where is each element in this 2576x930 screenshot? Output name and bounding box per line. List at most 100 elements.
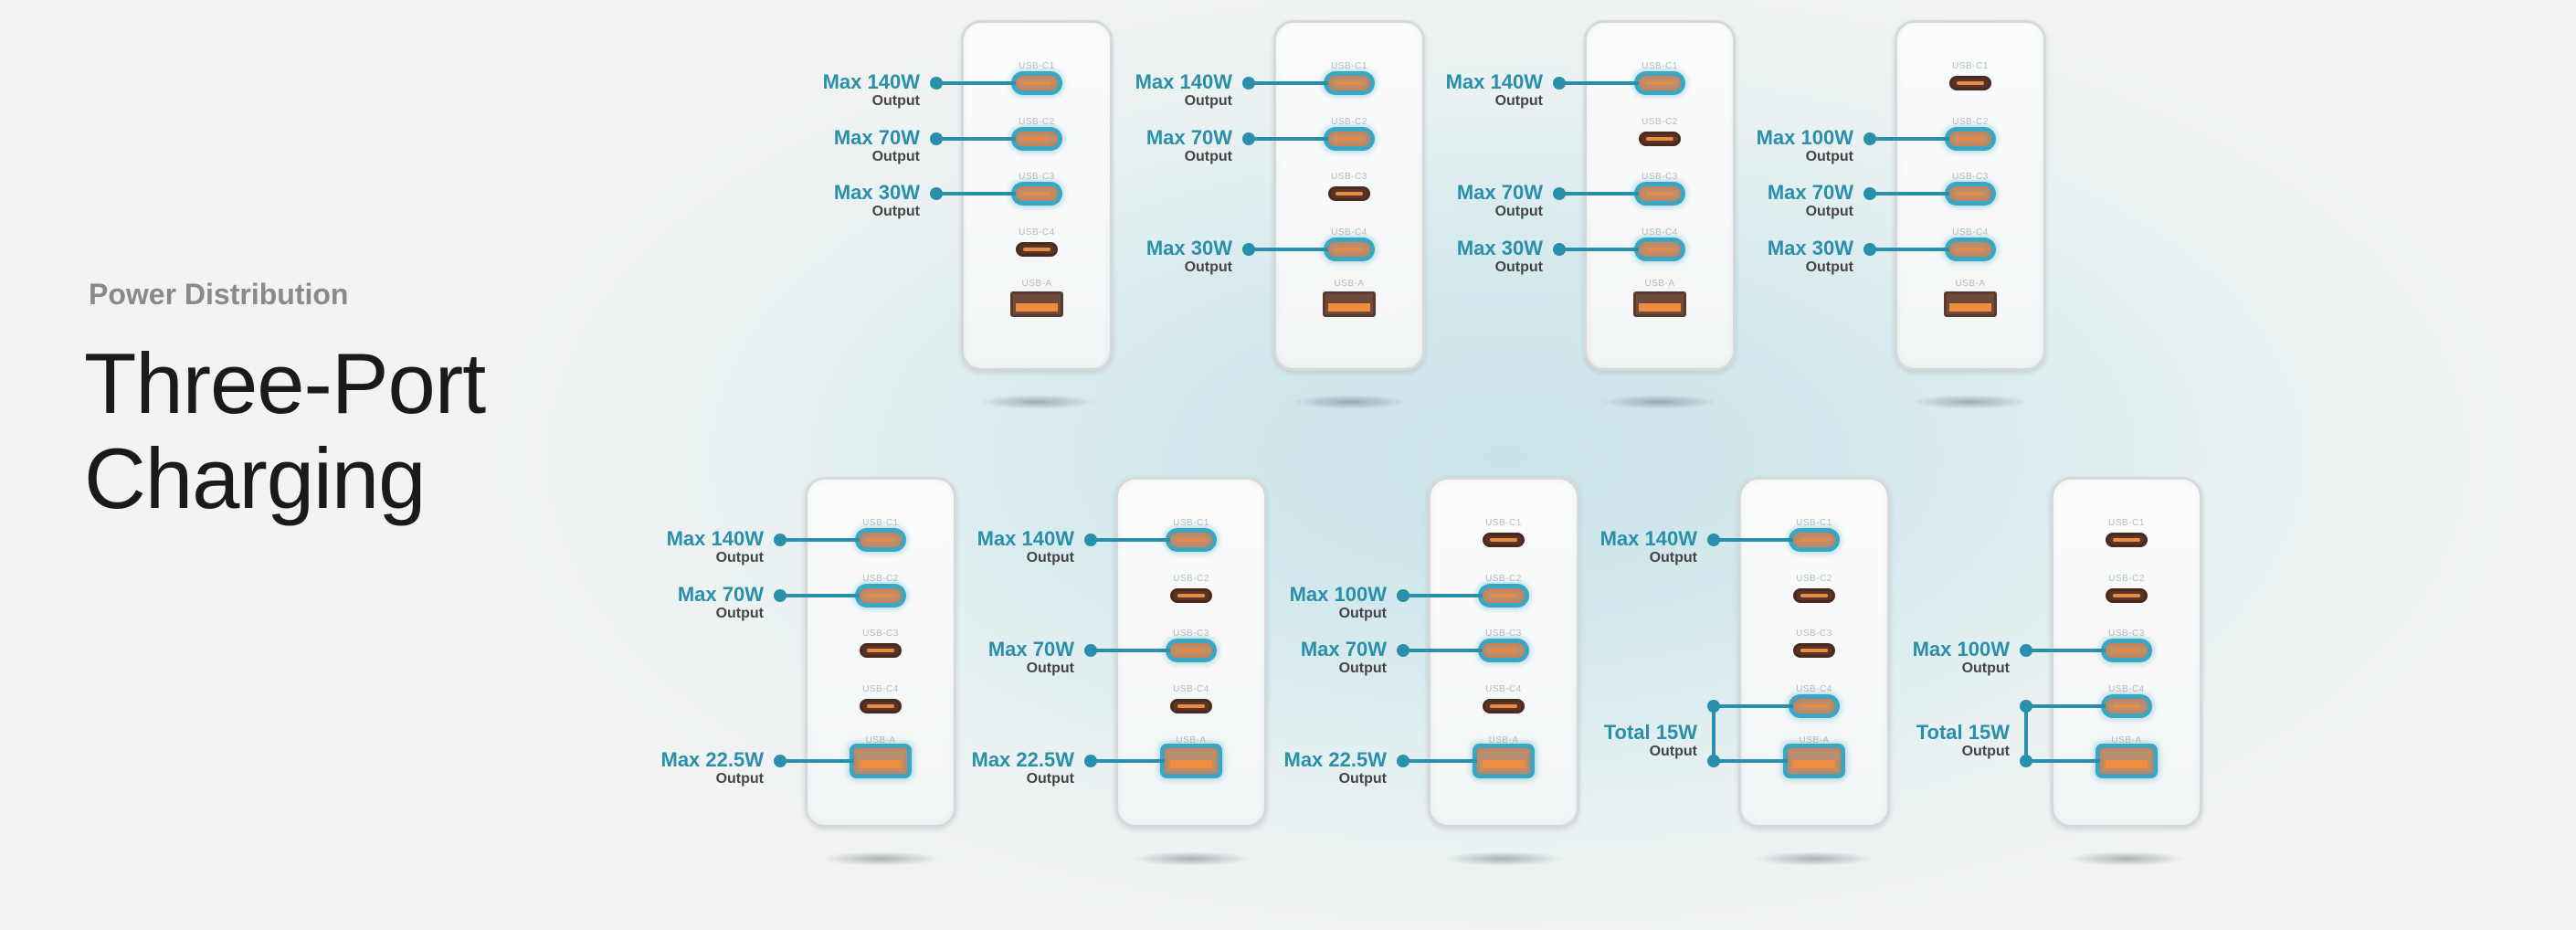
charger-shadow xyxy=(1132,851,1251,866)
port-name-label: USB-C4 xyxy=(1019,227,1055,238)
output-power-label: Max 100W xyxy=(1912,638,2010,661)
port-name-label: USB-C2 xyxy=(1952,117,1989,127)
connector-dot xyxy=(1397,644,1409,657)
usb-c-port-active xyxy=(1639,242,1681,257)
port-name-label: USB-A xyxy=(1488,735,1519,745)
usb-c-port-active xyxy=(1016,76,1058,90)
usb-c-port xyxy=(1793,588,1835,603)
usb-c-port-active xyxy=(1016,186,1058,201)
output-caption: Output xyxy=(1805,204,1853,219)
usb-c-port-active xyxy=(2106,699,2148,713)
connector-line xyxy=(1091,759,1165,763)
usb-c-port xyxy=(1639,132,1681,146)
connector-dot xyxy=(1397,755,1409,767)
output-caption: Output xyxy=(871,93,920,109)
output-power-label: Max 140W xyxy=(1445,70,1543,93)
output-power-label: Max 70W xyxy=(1145,126,1232,149)
connector-line xyxy=(1870,192,1949,196)
port-name-label: USB-C2 xyxy=(1331,117,1367,127)
connector-dot xyxy=(1863,132,1876,145)
connector-line xyxy=(1714,704,1793,708)
output-caption: Output xyxy=(1494,259,1543,275)
port-name-label: USB-C4 xyxy=(1331,227,1367,238)
port-name-label: USB-C3 xyxy=(1019,172,1055,182)
charger-shadow xyxy=(2067,851,2186,866)
connector-line xyxy=(1249,137,1328,141)
connector-line xyxy=(1403,594,1483,597)
connector-line xyxy=(1714,538,1793,542)
connector-line xyxy=(780,538,860,542)
usb-c-port xyxy=(860,699,902,713)
port-name-label: USB-A xyxy=(1799,735,1830,745)
output-power-label: Max 70W xyxy=(833,126,920,149)
connector-dot xyxy=(1553,187,1566,200)
output-power-label: Max 140W xyxy=(666,527,764,550)
port-name-label: USB-C4 xyxy=(862,684,899,694)
usb-c-port-active xyxy=(1639,186,1681,201)
output-power-label: Max 30W xyxy=(1145,237,1232,259)
usb-c-port xyxy=(2106,533,2148,547)
usb-c-port-active xyxy=(1328,76,1370,90)
output-power-label: Max 30W xyxy=(1456,237,1543,259)
connector-line xyxy=(936,192,1016,196)
port-name-label: USB-A xyxy=(1334,279,1365,289)
output-caption: Output xyxy=(1026,771,1074,787)
usb-c-port-active xyxy=(1793,533,1835,547)
port-name-label: USB-C4 xyxy=(1952,227,1989,238)
output-power-label: Max 70W xyxy=(1456,181,1543,204)
usb-c-port-active xyxy=(1483,588,1525,603)
output-power-label: Max 100W xyxy=(1756,126,1853,149)
connector-dot xyxy=(930,187,943,200)
output-caption: Output xyxy=(871,149,920,164)
port-name-label: USB-C2 xyxy=(1173,574,1209,584)
usb-c-port xyxy=(1793,643,1835,658)
connector-dot xyxy=(1553,77,1566,90)
usb-c-port-active xyxy=(1639,76,1681,90)
port-name-label: USB-C4 xyxy=(1642,227,1678,238)
port-name-label: USB-C1 xyxy=(1019,61,1055,71)
connector-dot xyxy=(2020,755,2032,767)
connector-line xyxy=(1714,759,1788,763)
output-caption: Output xyxy=(1494,204,1543,219)
usb-a-port-active xyxy=(854,748,907,774)
output-power-label: Max 70W xyxy=(987,638,1074,661)
output-power-label: Max 70W xyxy=(1767,181,1853,204)
output-power-label: Max 140W xyxy=(822,70,920,93)
output-power-label: Max 30W xyxy=(1767,237,1853,259)
output-caption: Output xyxy=(1961,744,2010,759)
output-caption: Output xyxy=(1184,93,1232,109)
usb-c-port-active xyxy=(1793,699,1835,713)
output-power-label: Max 30W xyxy=(833,181,920,204)
port-name-label: USB-A xyxy=(1644,279,1675,289)
connector-line xyxy=(1403,759,1477,763)
connector-line xyxy=(780,594,860,597)
output-power-label: Max 22.5W xyxy=(1283,748,1388,771)
usb-c-port xyxy=(1016,242,1058,257)
connector-line xyxy=(1870,137,1949,141)
usb-a-port xyxy=(1944,291,1997,317)
port-name-label: USB-C2 xyxy=(1642,117,1678,127)
port-name-label: USB-C1 xyxy=(2108,518,2145,528)
charger-shadow xyxy=(1600,395,1719,409)
connector-line xyxy=(1091,538,1170,542)
output-caption: Output xyxy=(1184,149,1232,164)
connector-dot xyxy=(1397,589,1409,602)
output-power-label: Total 15W xyxy=(1916,721,2010,744)
charger-shadow xyxy=(977,395,1096,409)
